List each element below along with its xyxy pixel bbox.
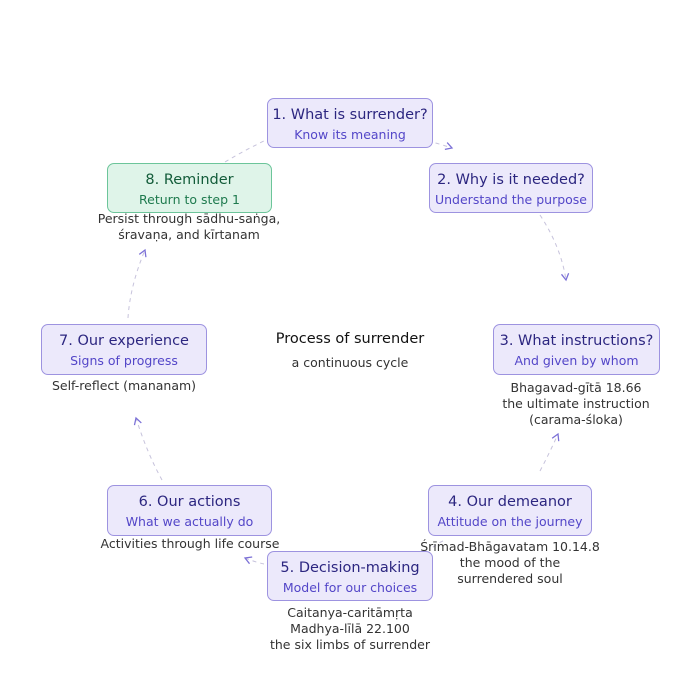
step-1-subtitle: Know its meaning xyxy=(294,127,406,142)
center-title: Process of surrender xyxy=(275,331,425,347)
step-4-node[interactable]: 4. Our demeanor Attitude on the journey xyxy=(428,485,592,536)
step-3-note: Bhagavad-gītā 18.66 the ultimate instruc… xyxy=(476,380,676,428)
step-8-note-line: śravaṇa, and kīrtanam xyxy=(118,227,260,242)
connector-2-to-3 xyxy=(539,214,570,282)
step-4-note-line: the mood of the xyxy=(459,555,561,570)
connector-6-to-7 xyxy=(133,416,163,481)
step-8-subtitle: Return to step 1 xyxy=(139,192,240,207)
step-7-note: Self-reflect (mananam) xyxy=(24,378,224,394)
step-6-note-line: Activities through life course xyxy=(100,536,280,551)
step-5-note-line: Madhya-līlā 22.100 xyxy=(290,621,410,636)
step-4-note-line: Śrīmad-Bhāgavatam 10.14.8 xyxy=(420,539,600,554)
step-5-subtitle: Model for our choices xyxy=(282,580,418,595)
step-3-title: 3. What instructions? xyxy=(499,333,654,349)
connector-5-to-6 xyxy=(243,556,265,565)
step-5-note-line: the six limbs of surrender xyxy=(269,637,430,652)
step-2-title: 2. Why is it needed? xyxy=(437,172,585,188)
connector-3-to-4 xyxy=(539,432,560,472)
step-3-note-line: (carama-śloka) xyxy=(529,412,623,427)
step-4-subtitle: Attitude on the journey xyxy=(437,514,583,529)
step-6-subtitle: What we actually do xyxy=(125,514,254,529)
step-8-node[interactable]: 8. Reminder Return to step 1 xyxy=(107,163,272,213)
step-5-title: 5. Decision-making xyxy=(280,560,420,576)
step-5-node[interactable]: 5. Decision-making Model for our choices xyxy=(267,551,433,601)
step-8-note: Persist through sādhu-saṅga, śravaṇa, an… xyxy=(89,211,289,243)
step-1-title: 1. What is surrender? xyxy=(272,107,428,123)
step-1-node[interactable]: 1. What is surrender? Know its meaning xyxy=(267,98,433,148)
connector-7-to-8 xyxy=(127,248,147,319)
step-6-node[interactable]: 6. Our actions What we actually do xyxy=(107,485,272,536)
step-4-note-line: surrendered soul xyxy=(457,571,563,586)
step-3-note-line: Bhagavad-gītā 18.66 xyxy=(510,380,642,395)
step-8-note-line: Persist through sādhu-saṅga, xyxy=(97,211,281,226)
step-6-note: Activities through life course xyxy=(90,536,290,552)
step-2-node[interactable]: 2. Why is it needed? Understand the purp… xyxy=(429,163,593,213)
step-4-title: 4. Our demeanor xyxy=(448,494,572,510)
step-7-note-line: Self-reflect (mananam) xyxy=(51,378,197,393)
step-5-note-line: Caitanya-caritāmṛta xyxy=(287,605,413,620)
step-6-title: 6. Our actions xyxy=(138,494,241,510)
step-7-subtitle: Signs of progress xyxy=(70,353,178,368)
connector-8-to-1 xyxy=(224,139,267,163)
connector-4-to-5 xyxy=(431,540,444,549)
center-subtitle: a continuous cycle xyxy=(291,355,409,370)
step-7-title: 7. Our experience xyxy=(59,333,189,349)
step-8-title: 8. Reminder xyxy=(145,172,234,188)
step-3-note-line: the ultimate instruction xyxy=(502,396,650,411)
step-3-subtitle: And given by whom xyxy=(514,353,639,368)
step-2-subtitle: Understand the purpose xyxy=(434,192,587,207)
step-7-node[interactable]: 7. Our experience Signs of progress xyxy=(41,324,207,375)
step-5-note: Caitanya-caritāmṛta Madhya-līlā 22.100 t… xyxy=(235,605,465,653)
step-4-note: Śrīmad-Bhāgavatam 10.14.8 the mood of th… xyxy=(410,539,610,587)
step-3-node[interactable]: 3. What instructions? And given by whom xyxy=(493,324,660,375)
